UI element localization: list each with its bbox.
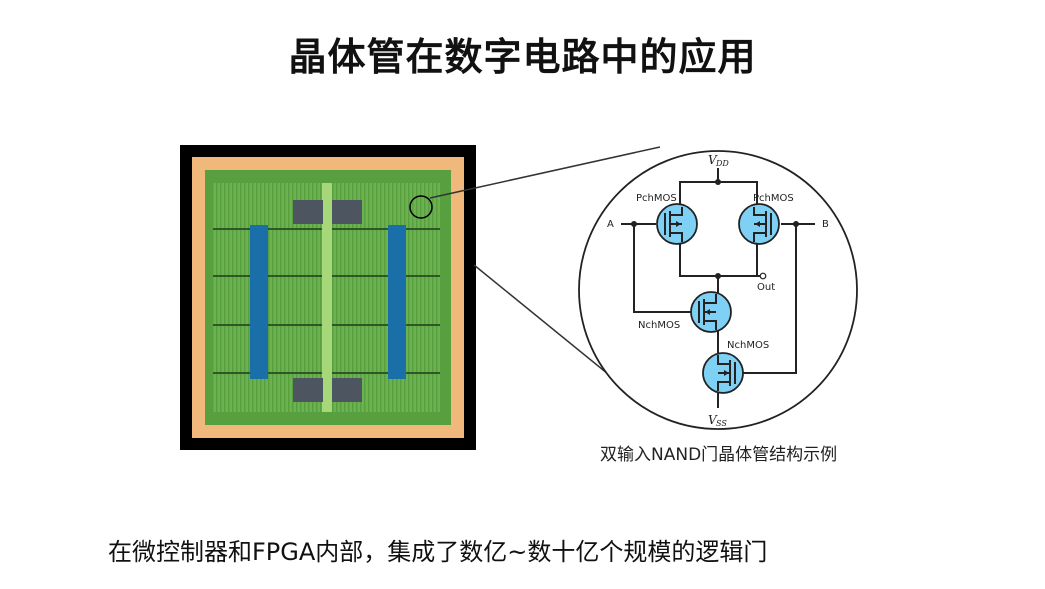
pch-left-label: PchMOS (636, 193, 677, 204)
input-b-label: B (822, 219, 829, 230)
diagram-caption: 双输入NAND门晶体管结构示例 (600, 445, 838, 465)
nch-upper-label: NchMOS (638, 320, 680, 331)
output-terminal (759, 272, 767, 280)
chip-pad (293, 378, 323, 402)
zoom-line (429, 146, 661, 199)
vdd-label: V (708, 153, 718, 167)
nch-lower-label: NchMOS (727, 340, 769, 351)
chip-pad (293, 200, 323, 224)
page-title: 晶体管在数字电路中的应用 (288, 35, 757, 79)
pmos-left (656, 203, 698, 245)
vss-sub-label: SS (716, 419, 727, 428)
chip-bus-left (250, 225, 268, 379)
nmos-upper (690, 291, 732, 333)
pch-right-label: PchMOS (753, 193, 794, 204)
chip-pad (332, 200, 362, 224)
chip-bus-right (388, 225, 406, 379)
output-label: Out (757, 282, 775, 293)
input-a-label: A (607, 219, 614, 230)
zoom-marker (409, 195, 433, 219)
nmos-lower (702, 352, 744, 394)
vss-label: V (708, 413, 718, 427)
pmos-right (738, 203, 780, 245)
chip-pad (332, 378, 362, 402)
vdd-sub-label: DD (715, 159, 729, 168)
subtitle-text: 在微控制器和FPGA内部，集成了数亿~数十亿个规模的逻辑门 (108, 538, 768, 566)
chip-center-stripe (322, 183, 332, 412)
chip-illustration (180, 145, 476, 450)
